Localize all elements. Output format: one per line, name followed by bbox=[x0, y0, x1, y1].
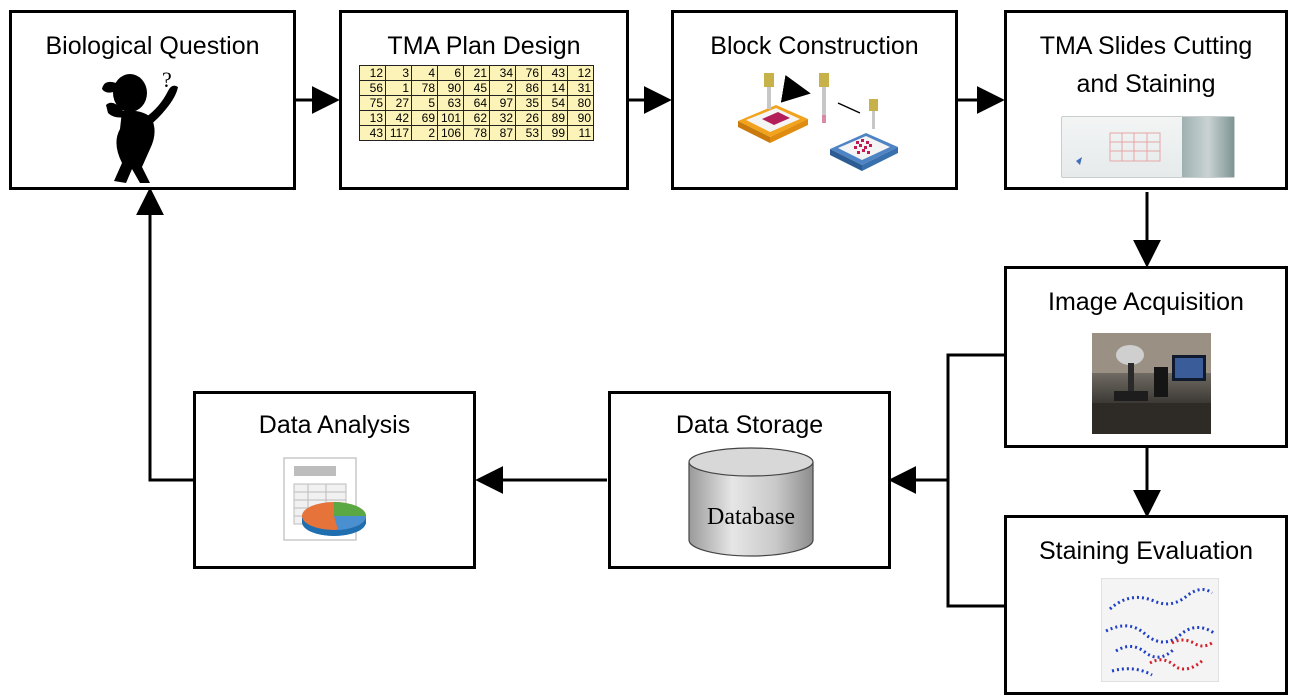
tma-grid-cell: 45 bbox=[463, 80, 490, 96]
tma-grid-cell: 2 bbox=[411, 125, 438, 141]
tma-grid-cell: 32 bbox=[489, 110, 516, 126]
tma-grid-cell: 76 bbox=[515, 65, 542, 81]
microscope-photo-icon bbox=[1092, 333, 1211, 434]
tma-grid-cell: 101 bbox=[437, 110, 464, 126]
tma-grid-cell: 53 bbox=[515, 125, 542, 141]
tma-grid-cell: 80 bbox=[567, 95, 594, 111]
box-title: Data Storage bbox=[675, 411, 824, 439]
tma-grid-cell: 26 bbox=[515, 110, 542, 126]
tma-grid-cell: 89 bbox=[541, 110, 568, 126]
tma-grid-cell: 56 bbox=[359, 80, 386, 96]
box-title: Data Analysis bbox=[258, 411, 411, 439]
tma-grid-cell: 97 bbox=[489, 95, 516, 111]
tma-grid-cell: 54 bbox=[541, 95, 568, 111]
box-data-storage: Data Storage Database bbox=[608, 391, 891, 569]
tissue-block-icon bbox=[738, 73, 898, 171]
box-image-acquisition: Image Acquisition bbox=[1004, 266, 1288, 448]
tma-grid-cell: 31 bbox=[567, 80, 594, 96]
tma-grid-cell: 34 bbox=[489, 65, 516, 81]
tma-grid-cell: 3 bbox=[385, 65, 412, 81]
glass-slide-icon bbox=[1061, 116, 1235, 178]
tma-grid-cell: 12 bbox=[567, 65, 594, 81]
tma-grid-cell: 42 bbox=[385, 110, 412, 126]
tma-grid-cell: 6 bbox=[437, 65, 464, 81]
box-title-line2: and Staining bbox=[1076, 70, 1216, 98]
tma-grid-cell: 86 bbox=[515, 80, 542, 96]
box-block-construction: Block Construction bbox=[671, 10, 958, 190]
stain-image-icon bbox=[1101, 578, 1219, 682]
tma-grid-cell: 62 bbox=[463, 110, 490, 126]
arrow-analysis-to-question bbox=[136, 187, 193, 482]
tma-grid-cell: 64 bbox=[463, 95, 490, 111]
box-biological-question: Biological Question ? bbox=[9, 10, 296, 190]
tma-grid-cell: 11 bbox=[567, 125, 594, 141]
tma-grid-cell: 99 bbox=[541, 125, 568, 141]
tma-grid-cell: 35 bbox=[515, 95, 542, 111]
box-data-analysis: Data Analysis bbox=[193, 391, 476, 569]
tma-grid-cell: 13 bbox=[359, 110, 386, 126]
tma-grid-cell: 27 bbox=[385, 95, 412, 111]
tma-grid-cell: 12 bbox=[359, 65, 386, 81]
tma-grid-cell: 63 bbox=[437, 95, 464, 111]
connector-acquisition-evaluation-bracket bbox=[946, 353, 1005, 608]
thinking-person-icon: ? bbox=[102, 67, 178, 183]
tma-grid-cell: 78 bbox=[463, 125, 490, 141]
tma-grid-cell: 106 bbox=[437, 125, 464, 141]
tma-grid-cell: 2 bbox=[489, 80, 516, 96]
box-tma-slides: TMA Slides Cutting and Staining bbox=[1004, 10, 1288, 190]
tma-grid-cell: 117 bbox=[385, 125, 412, 141]
database-cylinder-icon: Database bbox=[687, 446, 815, 558]
tma-grid-cell: 21 bbox=[463, 65, 490, 81]
tma-grid-cell: 90 bbox=[437, 80, 464, 96]
tma-grid-cell: 5 bbox=[411, 95, 438, 111]
box-title: Biological Question bbox=[45, 32, 260, 60]
tma-grid-cell: 90 bbox=[567, 110, 594, 126]
tma-grid-cell: 14 bbox=[541, 80, 568, 96]
tma-grid-cell: 43 bbox=[359, 125, 386, 141]
tma-grid-cell: 69 bbox=[411, 110, 438, 126]
box-title-line1: TMA Slides Cutting bbox=[1039, 32, 1253, 60]
tma-grid-cell: 87 bbox=[489, 125, 516, 141]
tma-grid-cell: 1 bbox=[385, 80, 412, 96]
tma-grid-cell: 78 bbox=[411, 80, 438, 96]
box-staining-evaluation: Staining Evaluation bbox=[1004, 515, 1288, 695]
svg-text:?: ? bbox=[162, 67, 172, 92]
tma-grid-cell: 43 bbox=[541, 65, 568, 81]
box-title: Image Acquisition bbox=[1048, 288, 1244, 316]
box-title: Block Construction bbox=[710, 32, 919, 60]
tma-grid-cell: 4 bbox=[411, 65, 438, 81]
spreadsheet-pie-icon bbox=[283, 457, 367, 541]
box-title: TMA Plan Design bbox=[387, 32, 581, 60]
tma-grid-cell: 75 bbox=[359, 95, 386, 111]
database-label: Database bbox=[707, 504, 795, 530]
box-title: Staining Evaluation bbox=[1038, 537, 1254, 565]
